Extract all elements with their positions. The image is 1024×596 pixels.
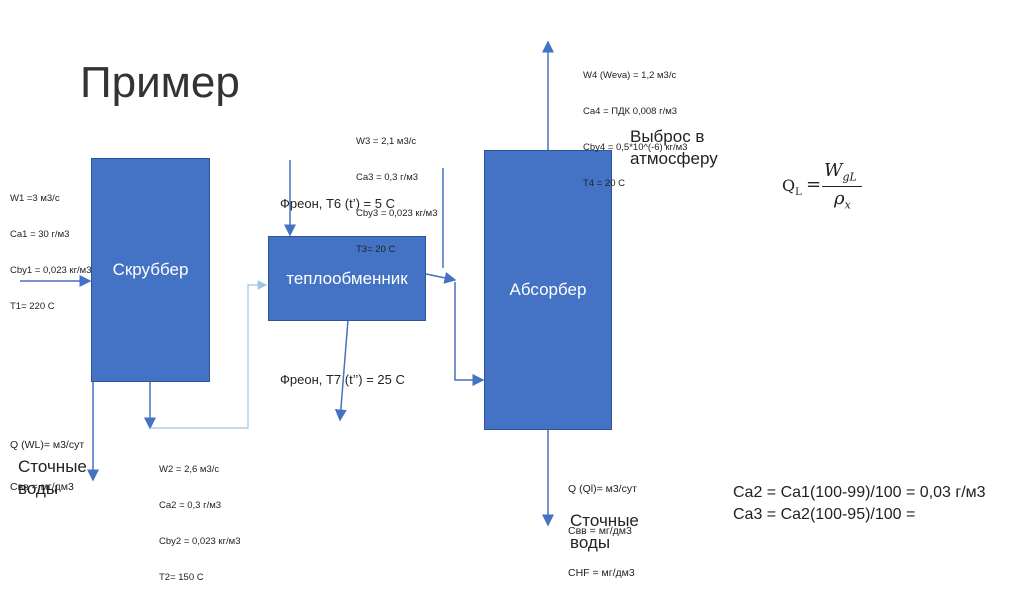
wl-left-q: Q (WL)= м3/сут [10, 439, 85, 451]
exchanger-box: теплообменник [268, 236, 426, 321]
wl-right-c: Свв = мг/дм3 [568, 525, 632, 537]
stream2-w: W2 = 2,6 м3/с [159, 464, 220, 475]
stream1-cby: Cby1 = 0,023 кг/м3 [10, 265, 92, 276]
stream3-cby: Cby3 = 0,023 кг/м3 [356, 208, 438, 219]
w3-connector-top [425, 271, 457, 284]
formula-lhs: QL [782, 176, 802, 199]
wl-right-chf: CHF = мг/дм3 [568, 567, 635, 579]
stream2-params: W2 = 2,6 м3/с Ca2 = 0,3 г/м3 Cby2 = 0,02… [159, 440, 241, 596]
exchanger-label: теплообменник [286, 268, 408, 288]
stream4-w: W4 (Weva) = 1,2 м3/с [583, 70, 677, 81]
stream3-w: W3 = 2,1 м3/с [356, 136, 417, 147]
stream4-t: T4 = 20 C [583, 178, 625, 189]
stream1-params: W1 =3 м3/с Ca1 = 30 г/м3 Cby1 = 0,023 кг… [10, 169, 92, 325]
wastewater-left-label: Сточные воды [18, 457, 87, 498]
freon-in-label: Фреон, Т6 (t’) = 5 C [280, 196, 395, 211]
absorber-label: Абсорбер [509, 280, 587, 299]
flow-lines [20, 40, 554, 527]
scrubber-box: Скруббер [91, 158, 210, 382]
calc-ca2: Ca2 = Ca1(100-99)/100 = 0,03 г/м3 [733, 484, 986, 501]
stream3-t: T3= 20 C [356, 244, 396, 255]
formula-denominator: ρx [834, 188, 851, 212]
slide-title: Пример [80, 58, 240, 107]
freon-out-arrow [334, 319, 349, 422]
formula-eq: = [806, 174, 822, 195]
absorber-box: Абсорбер [484, 150, 612, 430]
fraction-bar [822, 186, 862, 187]
stream3-params: W3 = 2,1 м3/с Ca3 = 0,3 г/м3 Cby3 = 0,02… [356, 112, 438, 268]
scrubber-label: Скруббер [112, 260, 189, 279]
stream2-cby: Cby2 = 0,023 кг/м3 [159, 536, 241, 547]
stream1-ca: Ca1 = 30 г/м3 [10, 229, 70, 240]
formula-numerator: WgL [824, 160, 857, 184]
wastewater-right-label: Сточные воды [570, 511, 639, 552]
wl-right-q: Q (Ql)= м3/сут [568, 483, 637, 495]
flow-formula: QL = WgL ρx [782, 160, 872, 216]
w2-connector [150, 280, 268, 429]
calc-ca3: Ca3 = Ca2(100-95)/100 = [733, 506, 916, 523]
emission-label: Выброс в атмосферу [630, 127, 718, 168]
w3-connector [454, 282, 485, 386]
stream3-ca: Ca3 = 0,3 г/м3 [356, 172, 419, 183]
stream4-params: W4 (Weva) = 1,2 м3/с Ca4 = ПДК 0,008 г/м… [583, 46, 687, 202]
wl-left-params: Q (WL)= м3/сут Свв = мг/дм3 [10, 410, 84, 508]
stream4-cby: Cby4 = 0,5*10^(-6) кг/м3 [583, 142, 688, 153]
stream4-ca: Ca4 = ПДК 0,008 г/м3 [583, 106, 678, 117]
stream2-ca: Ca2 = 0,3 г/м3 [159, 500, 222, 511]
freon-out-label: Фреон, Т7 (t’’) = 25 C [280, 372, 405, 387]
stream1-w: W1 =3 м3/с [10, 193, 60, 204]
wl-left-c: Свв = мг/дм3 [10, 481, 74, 493]
calc-block: Ca2 = Ca1(100-99)/100 = 0,03 г/м3 Ca3 = … [733, 482, 986, 526]
stream1-t: T1= 220 C [10, 301, 55, 312]
